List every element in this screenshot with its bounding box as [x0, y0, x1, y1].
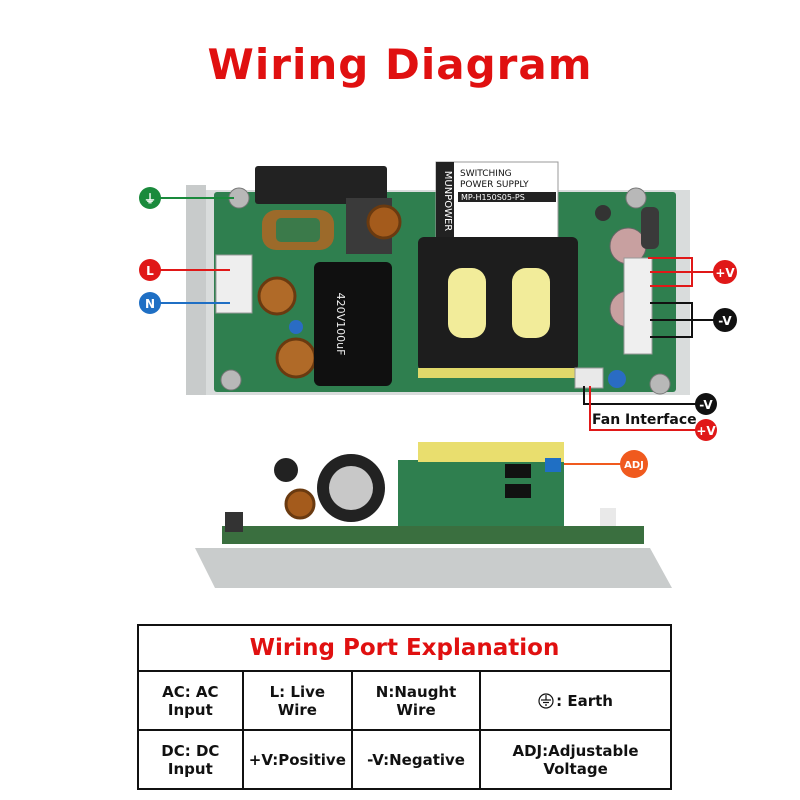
fan-interface-label: Fan Interface — [592, 412, 697, 428]
svg-text:ADJ: ADJ — [624, 460, 644, 471]
power-supply-illustration: 420V100uF MUNPOWER SWITCHING POWER SUPPL… — [139, 161, 737, 588]
table-cell: +V:Positive — [241, 729, 353, 790]
neutral-marker: N — [139, 292, 161, 314]
earth-icon — [538, 693, 554, 709]
table-cell-earth: : Earth — [479, 670, 672, 731]
table-cell: AC: AC Input — [137, 670, 244, 731]
svg-text:N: N — [145, 297, 155, 311]
svg-text:-V: -V — [718, 314, 732, 328]
positive-output-marker: +V — [713, 260, 737, 284]
svg-text:+V: +V — [715, 266, 735, 280]
table-cell: DC: DC Input — [137, 729, 244, 790]
fan-positive-marker: +V — [695, 419, 717, 441]
side-board-view — [195, 442, 672, 588]
svg-text:+V: +V — [696, 424, 716, 438]
table-cell: -V:Negative — [350, 729, 482, 790]
svg-text:L: L — [146, 264, 154, 278]
earth-icon: ⏚ — [144, 192, 156, 206]
wiring-port-explanation-table: Wiring Port Explanation AC: AC Input L: … — [137, 624, 672, 790]
svg-text:POWER SUPPLY: POWER SUPPLY — [460, 180, 529, 190]
fan-negative-marker: -V — [695, 393, 717, 415]
earth-marker: ⏚ — [139, 187, 161, 209]
brand-marking: MUNPOWER — [442, 171, 453, 232]
negative-output-marker: -V — [713, 308, 737, 332]
table-cell: N:Naught Wire — [350, 670, 482, 731]
table-cell: L: Live Wire — [241, 670, 353, 731]
svg-text:SWITCHING: SWITCHING — [460, 169, 512, 179]
table-cell: ADJ:Adjustable Voltage — [479, 729, 672, 790]
adjustment-marker: ADJ — [620, 450, 648, 478]
svg-text:MP-H150S05-PS: MP-H150S05-PS — [461, 193, 525, 202]
table-heading: Wiring Port Explanation — [137, 624, 672, 672]
live-marker: L — [139, 259, 161, 281]
top-board-view: 420V100uF MUNPOWER SWITCHING POWER SUPPL… — [186, 161, 690, 395]
page-title: Wiring Diagram — [207, 40, 593, 89]
svg-text:-V: -V — [699, 398, 713, 412]
capacitor-marking: 420V100uF — [334, 293, 347, 356]
wiring-leaders — [160, 197, 722, 465]
